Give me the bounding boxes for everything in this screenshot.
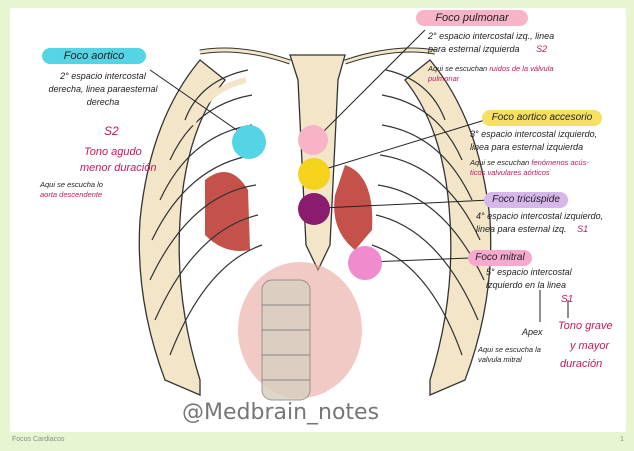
accessory-note: Aqui se escuchan fenómenos acús- ticos v… <box>470 158 630 178</box>
accessory-aortic-focus-label: Foco aortico accesorio <box>482 110 602 126</box>
accessory-note-red1: fenómenos acús- <box>531 158 589 167</box>
accessory-note-red2: ticos valvulares aórticos <box>470 168 630 178</box>
mitral-tone2: y mayor <box>570 340 609 352</box>
aortic-note: Aqui se escucha lo aorta descendente <box>40 180 150 200</box>
mitral-focus-dot <box>348 246 382 280</box>
aortic-focus-label: Foco aortico <box>42 48 146 64</box>
pulmonary-focus-dot <box>298 125 328 155</box>
watermark-text: @Medbrain_notes <box>182 400 379 425</box>
pulmonary-note-prefix: Aqui se escuchan <box>428 64 487 73</box>
tricuspid-focus-label: Foco tricúspide <box>484 192 568 208</box>
aortic-focus-dot <box>232 125 266 159</box>
aortic-note1: Aqui se escucha lo <box>40 180 150 190</box>
tricuspid-line1: 4° espacio intercostal izquierdo, <box>476 210 626 223</box>
tricuspid-description: 4° espacio intercostal izquierdo, linea … <box>476 210 626 236</box>
pulmonary-line2: para esternal izquierda <box>428 44 520 54</box>
mitral-note1: Aqui se escucha la <box>478 345 558 355</box>
aortic-line1: 2° espacio intercostal <box>33 70 173 83</box>
pulmonary-note: Aqui se escuchan ruidos de la válvula pu… <box>428 64 608 84</box>
aortic-note2: aorta descendente <box>40 190 150 200</box>
pulmonary-note-red2: pulmonar <box>428 74 608 84</box>
mitral-line1: 5° espacio intercostal <box>486 266 616 279</box>
aortic-tone2: menor duración <box>80 162 156 174</box>
footer-caption: Focos Cardiacos <box>12 436 65 443</box>
accessory-description: 3° espacio intercostal izquierdo, linea … <box>470 128 630 154</box>
tricuspid-sound: S1 <box>577 224 588 234</box>
aortic-description: 2° espacio intercostal derecha, linea pa… <box>33 70 173 109</box>
pulmonary-sound: S2 <box>536 44 547 54</box>
mitral-tone3: duración <box>560 358 602 370</box>
mitral-apex: Apex <box>522 326 543 339</box>
accessory-line2: linea para esternal izquierda <box>470 141 630 154</box>
mitral-tone1: Tono grave <box>558 320 613 332</box>
pulmonary-focus-label: Foco pulmonar <box>416 10 528 26</box>
mitral-description: 5° espacio intercostal izquierdo en la l… <box>486 266 616 292</box>
aortic-tone1: Tono agudo <box>84 146 142 158</box>
aortic-sound: S2 <box>104 124 119 138</box>
aortic-line2: derecha, linea paraesternal <box>33 83 173 96</box>
tricuspid-focus-dot <box>298 193 330 225</box>
mitral-focus-label: Foco mitral <box>468 250 532 266</box>
tricuspid-line2: linea para esternal izq. <box>476 224 567 234</box>
accessory-note-prefix: Aqui se escuchan <box>470 158 529 167</box>
pulmonary-note-red1: ruidos de la válvula <box>489 64 553 73</box>
spine <box>262 280 310 400</box>
pulmonary-description: 2° espacio intercostal izq., linea para … <box>428 30 618 56</box>
accessory-aortic-focus-dot <box>298 158 330 190</box>
accessory-line1: 3° espacio intercostal izquierdo, <box>470 128 630 141</box>
aortic-line3: derecha <box>33 96 173 109</box>
mitral-sound: S1 <box>561 294 573 305</box>
page-number: 1 <box>620 436 624 443</box>
mitral-note2: valvula mitral <box>478 355 558 365</box>
mitral-line2: izquierdo en la linea <box>486 279 616 292</box>
pulmonary-line1: 2° espacio intercostal izq., linea <box>428 30 618 43</box>
mitral-note: Aqui se escucha la valvula mitral <box>478 345 558 365</box>
